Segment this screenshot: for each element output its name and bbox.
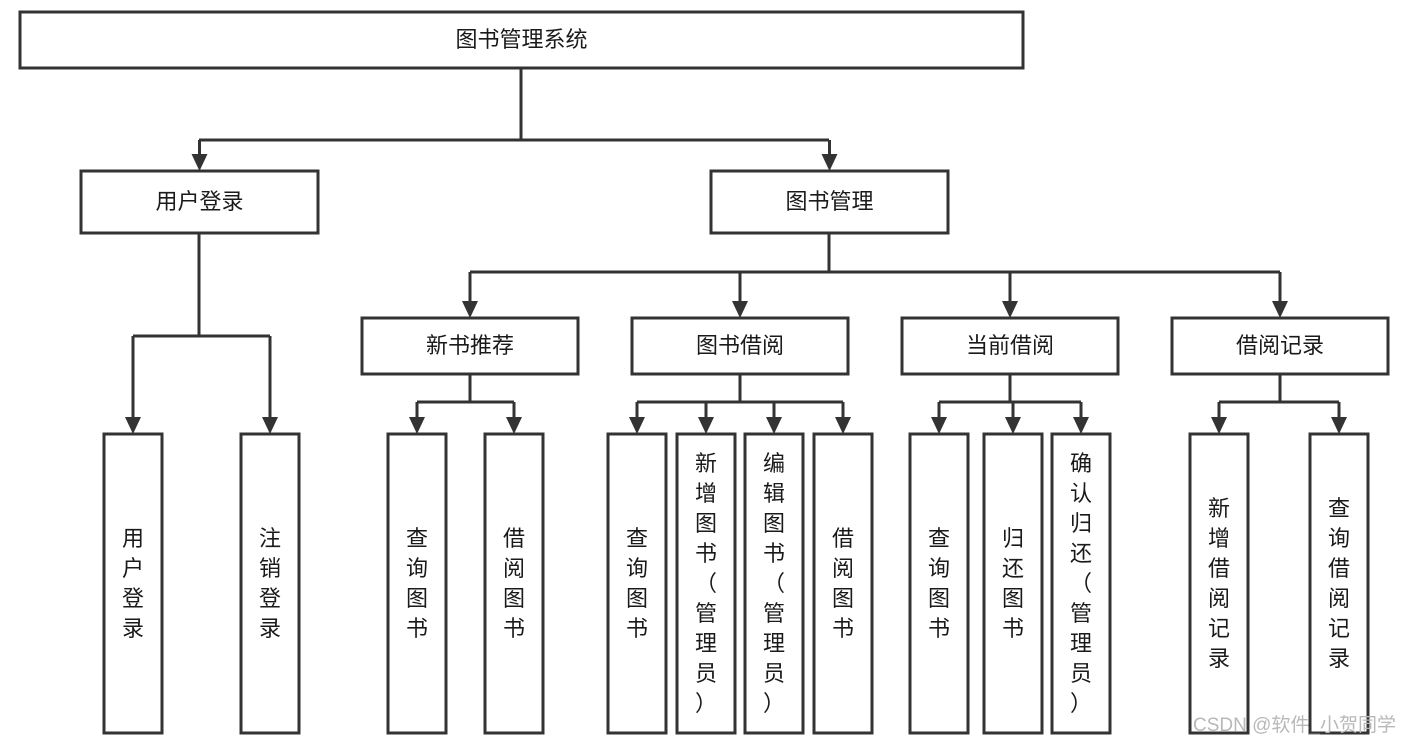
node-box[interactable] [1308,432,1370,735]
node-box[interactable] [1050,432,1112,735]
node-label: 查询图书 [626,526,648,641]
arrow-head-icon [506,417,522,434]
node-label: 查询借阅记录 [1328,496,1350,671]
node-leaf-query-book-recommend[interactable]: 查询图书 [386,432,448,735]
connector-c-borrow-split [629,374,851,434]
arrow-head-icon [698,417,714,434]
connector-c-current-split [931,374,1089,434]
node-book-borrow[interactable]: 图书借阅 [630,316,850,376]
node-box[interactable] [360,316,580,376]
node-leaf-borrow-book-recommend[interactable]: 借阅图书 [483,432,545,735]
node-leaf-user-login[interactable]: 用户登录 [102,432,164,735]
node-box[interactable] [79,169,320,235]
node-box[interactable] [239,432,301,735]
node-box[interactable] [1170,316,1390,376]
node-leaf-query-book-current[interactable]: 查询图书 [908,432,970,735]
arrow-head-icon [1073,417,1089,434]
arrow-head-icon [125,417,141,434]
arrow-head-icon [1211,417,1227,434]
node-leaf-query-borrow-record[interactable]: 查询借阅记录 [1308,432,1370,735]
node-book-manage[interactable]: 图书管理 [709,169,950,235]
node-box[interactable] [1188,432,1250,735]
node-leaf-add-book[interactable]: 新增图书（管理员） [675,432,737,735]
node-leaf-logout[interactable]: 注销登录 [239,432,301,735]
node-box[interactable] [630,316,850,376]
node-layer: 图书管理系统用户登录图书管理新书推荐图书借阅当前借阅借阅记录用户登录注销登录查询… [18,10,1390,735]
node-box[interactable] [900,316,1120,376]
arrow-head-icon [835,417,851,434]
arrow-head-icon [766,417,782,434]
node-label: 注销登录 [259,526,281,641]
node-label: 借阅图书 [503,526,525,641]
arrow-head-icon [629,417,645,434]
node-borrow-record[interactable]: 借阅记录 [1170,316,1390,376]
arrow-head-icon [262,417,278,434]
connector-c-bookmanage-split [462,233,1288,318]
node-label: 图书借阅 [696,333,784,358]
node-box[interactable] [812,432,874,735]
node-box[interactable] [709,169,950,235]
arrow-head-icon [409,417,425,434]
arrow-head-icon [1002,301,1018,318]
node-label: 查询图书 [928,526,950,641]
node-label: 借阅图书 [832,526,854,641]
node-label: 编辑图书（管理员） [763,451,785,716]
node-box[interactable] [606,432,668,735]
node-leaf-confirm-return[interactable]: 确认归还（管理员） [1050,432,1112,735]
connector-layer [125,68,1347,434]
node-label: 用户登录 [155,189,243,214]
node-label: 借阅记录 [1236,333,1324,358]
node-root[interactable]: 图书管理系统 [18,10,1025,70]
node-label: 图书管理 [785,189,873,214]
node-leaf-add-borrow-record[interactable]: 新增借阅记录 [1188,432,1250,735]
arrow-head-icon [462,301,478,318]
node-label: 当前借阅 [966,333,1054,358]
node-user-login[interactable]: 用户登录 [79,169,320,235]
node-label: 新增借阅记录 [1208,496,1230,671]
arrow-head-icon [931,417,947,434]
connector-c-root-split [191,68,838,171]
node-label: 确认归还（管理员） [1070,451,1092,716]
node-box[interactable] [102,432,164,735]
arrow-head-icon [732,301,748,318]
node-box[interactable] [18,10,1025,70]
node-leaf-borrow-book[interactable]: 借阅图书 [812,432,874,735]
node-new-book-recommend[interactable]: 新书推荐 [360,316,580,376]
connector-c-recommend-split [409,374,522,434]
node-box[interactable] [982,432,1044,735]
node-label: 图书管理系统 [455,27,587,52]
node-label: 用户登录 [122,526,144,641]
connector-c-userlogin-split [125,233,278,434]
node-box[interactable] [675,432,737,735]
csdn-watermark: CSDN @软件_小贺同学 [1193,714,1396,736]
node-label: 新书推荐 [426,333,514,358]
connector-c-record-split [1211,374,1347,434]
arrow-head-icon [821,154,838,171]
node-label: 新增图书（管理员） [695,451,717,716]
arrow-head-icon [1272,301,1288,318]
node-box[interactable] [908,432,970,735]
node-label: 归还图书 [1002,526,1024,641]
arrow-head-icon [1005,417,1021,434]
node-current-borrow[interactable]: 当前借阅 [900,316,1120,376]
node-box[interactable] [743,432,805,735]
node-leaf-edit-book[interactable]: 编辑图书（管理员） [743,432,805,735]
arrow-head-icon [191,154,208,171]
node-box[interactable] [483,432,545,735]
arrow-head-icon [1331,417,1347,434]
node-leaf-return-book[interactable]: 归还图书 [982,432,1044,735]
node-label: 查询图书 [406,526,428,641]
node-leaf-query-book-borrow[interactable]: 查询图书 [606,432,668,735]
node-box[interactable] [386,432,448,735]
